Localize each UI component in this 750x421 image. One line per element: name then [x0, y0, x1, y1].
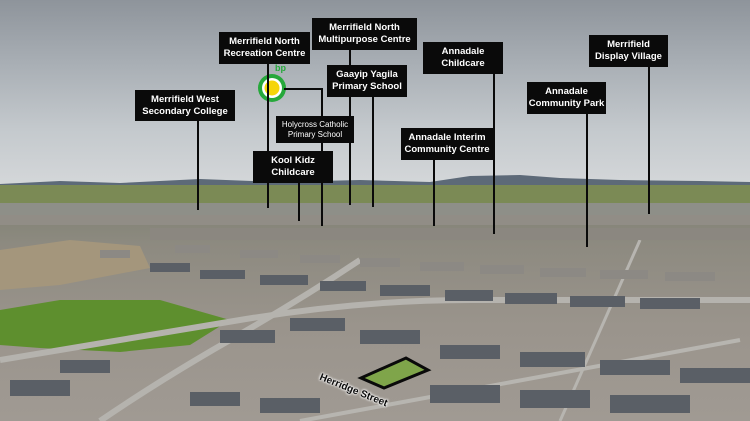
leader-line [267, 64, 269, 208]
bp-logo-icon [258, 74, 286, 102]
bp-brand-text: bp [275, 63, 286, 73]
earthworks [0, 240, 150, 290]
leader-line [298, 183, 300, 221]
leader-line [586, 114, 588, 247]
park-lawn [0, 300, 230, 352]
leader-line [433, 160, 435, 226]
leader-line [284, 88, 322, 90]
leader-line [197, 120, 199, 210]
leader-line [493, 74, 495, 234]
leader-line [648, 67, 650, 214]
leader-line [372, 97, 374, 207]
highlighted-lot [357, 356, 432, 390]
